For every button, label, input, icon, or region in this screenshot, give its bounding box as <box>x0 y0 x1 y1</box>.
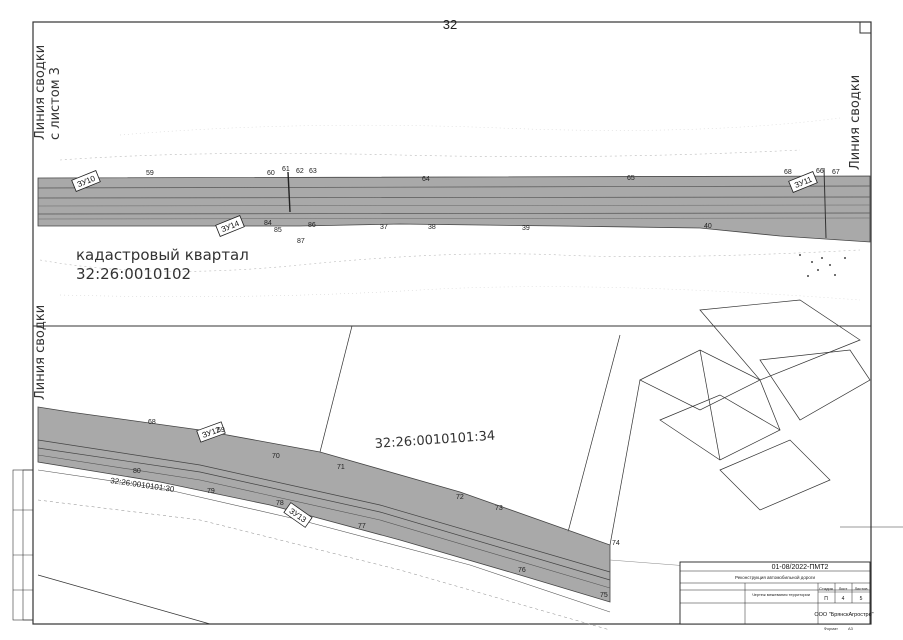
bottom-left-note: Линия сводки <box>33 305 48 400</box>
band-outline <box>37 175 871 243</box>
page-number: 32 <box>443 17 457 32</box>
point-label: 67 <box>832 169 840 176</box>
corner-mark <box>859 21 872 34</box>
point-label: 70 <box>272 453 280 460</box>
stamp-col-sheet: Лист <box>839 586 848 591</box>
lane-line <box>37 196 871 199</box>
stamp-sheet: 4 <box>842 596 845 602</box>
stamp-col-sheets: Листов <box>855 586 868 591</box>
point-label: 62 <box>296 168 304 175</box>
stamp-format-label: Формат <box>824 626 838 631</box>
point-label: 80 <box>133 468 141 475</box>
zone-tag-zu10: ЗУ10 <box>71 170 101 192</box>
bottom-point-labels: 68 69 70 71 72 73 74 75 76 77 78 79 80 <box>133 419 620 599</box>
parcel-label: 32:26:0010101:34 <box>374 429 495 452</box>
zone-tag-zu11: ЗУ11 <box>788 171 818 193</box>
contour-line <box>59 149 801 161</box>
stamp-stage: П <box>824 596 828 602</box>
adjacent-parcels <box>609 299 871 546</box>
point-label: 87 <box>297 238 305 245</box>
stamp-code: 01-08/2022-ПМТ2 <box>772 564 829 571</box>
point-label: 39 <box>522 225 530 232</box>
lane-line <box>37 185 871 189</box>
right-of-way-band <box>38 176 870 242</box>
lane-line <box>37 447 611 581</box>
point-label: 76 <box>518 567 526 574</box>
point-label: 65 <box>627 175 635 182</box>
point-label: 38 <box>428 224 436 231</box>
lane-line <box>37 454 611 589</box>
lane-line <box>37 439 611 573</box>
left-margin-stamp <box>12 469 34 621</box>
survey-dots <box>799 254 846 277</box>
contour-line <box>59 286 861 301</box>
contour-line <box>119 117 841 136</box>
point-label: 79 <box>207 488 215 495</box>
contour-line <box>37 499 611 631</box>
point-label: 73 <box>495 505 503 512</box>
top-left-note-line1: Линия сводки <box>33 45 48 140</box>
parcel-boundary <box>319 325 353 453</box>
point-label: 86 <box>308 222 316 229</box>
right-of-way-band <box>38 407 610 602</box>
point-label: 61 <box>282 166 290 173</box>
stamp-col-stage: Стадия <box>819 586 833 591</box>
point-label: 59 <box>146 170 154 177</box>
point-label: 78 <box>276 500 284 507</box>
point-label: 72 <box>456 494 464 501</box>
point-label: 64 <box>422 176 430 183</box>
quarter-label-line2: 32:26:0010102 <box>76 265 191 283</box>
stamp-sheet-title: Чертеж межевания территории <box>752 592 810 597</box>
stamp-org: ООО "БрянскАгростро" <box>814 612 873 618</box>
top-right-note: Линия сводки <box>848 75 863 170</box>
title-block: 01-08/2022-ПМТ2 Реконструкция автомобиль… <box>679 561 874 631</box>
point-label: 77 <box>358 523 366 530</box>
lane-line <box>37 217 871 220</box>
point-label: 63 <box>309 168 317 175</box>
culvert-mark <box>287 171 291 213</box>
top-left-note-line2: с листом 3 <box>48 67 63 140</box>
top-panel: Линия сводки с листом 3 Линия сводки кад… <box>33 45 871 301</box>
sheet-frame <box>32 21 872 625</box>
point-label: 74 <box>612 540 620 547</box>
point-label: 71 <box>337 464 345 471</box>
stamp-sheets: 5 <box>860 596 863 602</box>
point-label: 69 <box>217 427 225 434</box>
point-label: 84 <box>264 220 272 227</box>
parcel-boundary <box>567 334 621 533</box>
point-label: 60 <box>267 170 275 177</box>
quarter-label-line1: кадастровый квартал <box>76 246 249 264</box>
lane-line <box>37 204 871 207</box>
stamp-title: Реконструкция автомобильной дороги <box>735 574 816 580</box>
point-label: 37 <box>380 224 388 231</box>
culvert-mark <box>823 167 827 239</box>
zone-tag-zu14: ЗУ14 <box>215 215 245 237</box>
zone-tag-zu12: ЗУ12 <box>196 421 226 443</box>
point-label: 68 <box>148 419 156 426</box>
top-point-labels: 59 60 61 62 63 64 65 66 67 68 37 38 39 4… <box>146 166 840 245</box>
point-label: 66 <box>816 168 824 175</box>
reference-line <box>37 574 211 625</box>
stamp-format-value: А3 <box>848 626 854 631</box>
point-label: 85 <box>274 227 282 234</box>
point-label: 40 <box>704 223 712 230</box>
lane-line <box>37 212 871 215</box>
point-label: 75 <box>600 592 608 599</box>
point-label: 68 <box>784 169 792 176</box>
